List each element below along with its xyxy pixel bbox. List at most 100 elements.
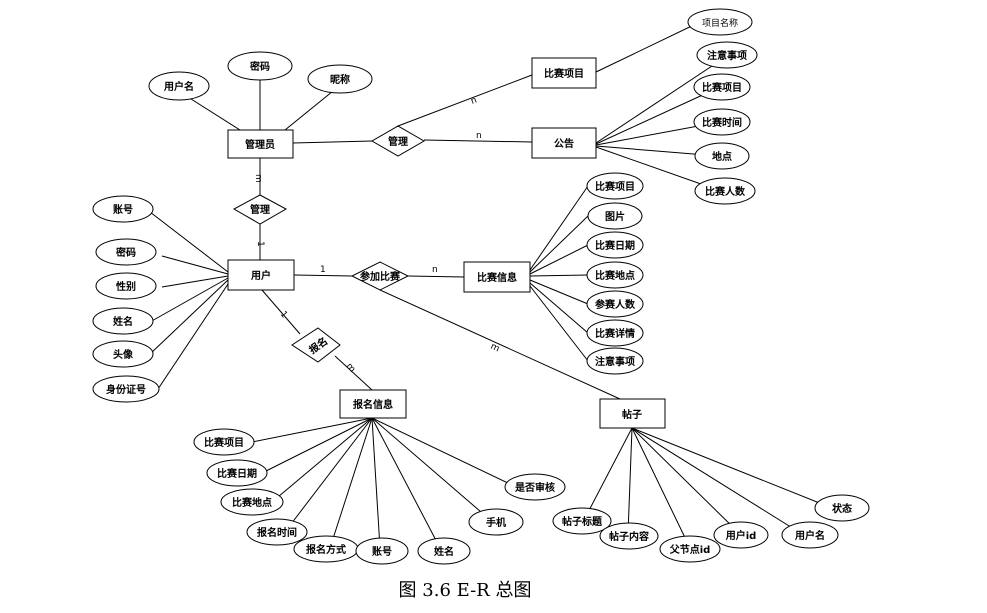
attribute-signup-place-label: 比赛地点 [232, 496, 272, 509]
entity-notice-label: 公告 [554, 137, 574, 150]
attribute-post-username: 用户名 [781, 521, 839, 549]
attribute-signup-place: 比赛地点 [220, 488, 284, 516]
cardinality-user-signup: 1 [278, 310, 289, 321]
attribute-admin-password: 密码 [227, 51, 293, 81]
attribute-post-userid: 用户id [713, 521, 769, 549]
cardinality-user-join: 1 [320, 265, 326, 275]
relationship-manage-mid: 管理 [232, 194, 288, 225]
attribute-notice-time: 比赛时间 [693, 108, 751, 136]
attribute-info-detail: 比赛详情 [586, 319, 644, 347]
attribute-notice-project-label: 比赛项目 [702, 81, 742, 94]
relationship-signup: 报名 [291, 327, 341, 363]
cardinality-admin-notice: n [476, 131, 482, 141]
attribute-info-date-label: 比赛日期 [595, 239, 635, 252]
relationship-manage-mid-label: 管理 [250, 203, 270, 216]
attribute-info-detail-label: 比赛详情 [595, 327, 635, 340]
attribute-notice-time-label: 比赛时间 [702, 116, 742, 129]
attribute-signup-account-label: 账号 [372, 545, 392, 558]
attribute-post-status: 状态 [814, 494, 870, 522]
entity-admin-label: 管理员 [245, 138, 275, 151]
attribute-notice-place: 地点 [694, 142, 750, 170]
entity-post-label: 帖子 [622, 408, 642, 421]
relationship-manage-top-label: 管理 [388, 135, 408, 148]
attribute-user-password-label: 密码 [116, 246, 136, 259]
attribute-user-account-label: 账号 [113, 203, 133, 216]
attribute-project-name-label: 项目名称 [702, 17, 738, 29]
attribute-project-name: 项目名称 [687, 8, 753, 36]
attribute-post-status-label: 状态 [832, 502, 852, 515]
cardinality-user-manage: 1 [255, 241, 265, 247]
relationship-join: 参加比赛 [350, 261, 410, 291]
attribute-post-content: 帖子内容 [599, 522, 659, 550]
attribute-post-title: 帖子标题 [552, 507, 612, 535]
attribute-signup-time: 报名时间 [246, 518, 308, 546]
attribute-info-place-label: 比赛地点 [595, 269, 635, 282]
figure-caption: 图 3.6 E-R 总图 [398, 580, 532, 601]
entity-notice: 公告 [531, 127, 597, 159]
attribute-notice-note-label: 注意事项 [707, 49, 747, 62]
attribute-signup-method: 报名方式 [293, 535, 359, 563]
attribute-info-note: 注意事项 [586, 347, 644, 375]
attribute-post-userid-label: 用户id [725, 529, 757, 542]
attribute-notice-note: 注意事项 [696, 41, 758, 69]
attribute-info-image-label: 图片 [605, 210, 625, 223]
attribute-user-idcard-label: 身份证号 [106, 383, 146, 396]
attribute-info-image: 图片 [587, 202, 643, 230]
attribute-post-parentid: 父节点id [659, 535, 721, 563]
attribute-notice-count-label: 比赛人数 [705, 185, 746, 198]
connector-lines [149, 21, 833, 549]
attribute-signup-name-label: 姓名 [433, 545, 454, 558]
cardinality-signup-signup: m [344, 362, 357, 375]
entity-user: 用户 [227, 259, 295, 291]
cardinality-post-join: m [489, 342, 501, 355]
attribute-signup-date-label: 比赛日期 [217, 467, 257, 480]
attribute-post-title-label: 帖子标题 [562, 515, 603, 528]
relationship-manage-top: 管理 [370, 125, 426, 157]
attribute-user-idcard: 身份证号 [92, 375, 160, 403]
attribute-signup-project: 比赛项目 [193, 428, 255, 456]
attribute-signup-reviewed-label: 是否审核 [514, 481, 555, 494]
attribute-signup-reviewed: 是否审核 [504, 473, 566, 501]
attribute-admin-password-label: 密码 [250, 60, 270, 73]
attribute-signup-phone: 手机 [468, 508, 524, 536]
attribute-user-gender: 性别 [95, 272, 157, 300]
attribute-signup-name: 姓名 [417, 537, 471, 565]
cardinality-admin-project: n [470, 95, 479, 106]
attribute-user-account: 账号 [92, 195, 154, 223]
attribute-signup-time-label: 报名时间 [257, 526, 297, 539]
attribute-info-note-label: 注意事项 [595, 355, 635, 368]
attribute-notice-count: 比赛人数 [694, 177, 756, 205]
entity-admin: 管理员 [227, 129, 294, 159]
attribute-user-avatar-label: 头像 [113, 348, 134, 361]
entity-project-label: 比赛项目 [544, 67, 584, 80]
attribute-notice-project: 比赛项目 [693, 73, 751, 101]
attribute-signup-phone-label: 手机 [486, 516, 506, 529]
entity-post: 帖子 [599, 398, 666, 429]
attribute-info-project-label: 比赛项目 [595, 180, 635, 193]
attribute-post-parentid-label: 父节点id [669, 543, 711, 556]
attribute-admin-nickname: 昵称 [307, 64, 373, 94]
entity-signup: 报名信息 [339, 389, 407, 419]
attribute-info-count-label: 参赛人数 [595, 298, 636, 311]
attribute-post-username-label: 用户名 [794, 529, 825, 542]
attribute-admin-username-label: 用户名 [163, 80, 194, 93]
attribute-notice-place-label: 地点 [712, 150, 732, 163]
attribute-signup-date: 比赛日期 [206, 459, 268, 487]
attribute-user-gender-label: 性别 [115, 280, 136, 293]
cardinality-admin-manage: m [253, 174, 263, 183]
attribute-user-avatar: 头像 [92, 340, 154, 368]
entity-info: 比赛信息 [463, 261, 531, 293]
attribute-info-place: 比赛地点 [586, 261, 644, 289]
attribute-admin-nickname-label: 昵称 [330, 73, 350, 86]
entity-info-label: 比赛信息 [477, 271, 517, 284]
attribute-info-date: 比赛日期 [586, 231, 644, 259]
attribute-signup-project-label: 比赛项目 [204, 436, 244, 449]
attribute-signup-account: 账号 [355, 537, 409, 565]
entity-project: 比赛项目 [531, 57, 597, 89]
attribute-info-count: 参赛人数 [586, 290, 644, 318]
attribute-user-name: 姓名 [92, 307, 154, 335]
cardinality-info-join: n [432, 265, 438, 275]
relationship-join-label: 参加比赛 [360, 270, 401, 283]
attribute-signup-method-label: 报名方式 [306, 543, 346, 556]
